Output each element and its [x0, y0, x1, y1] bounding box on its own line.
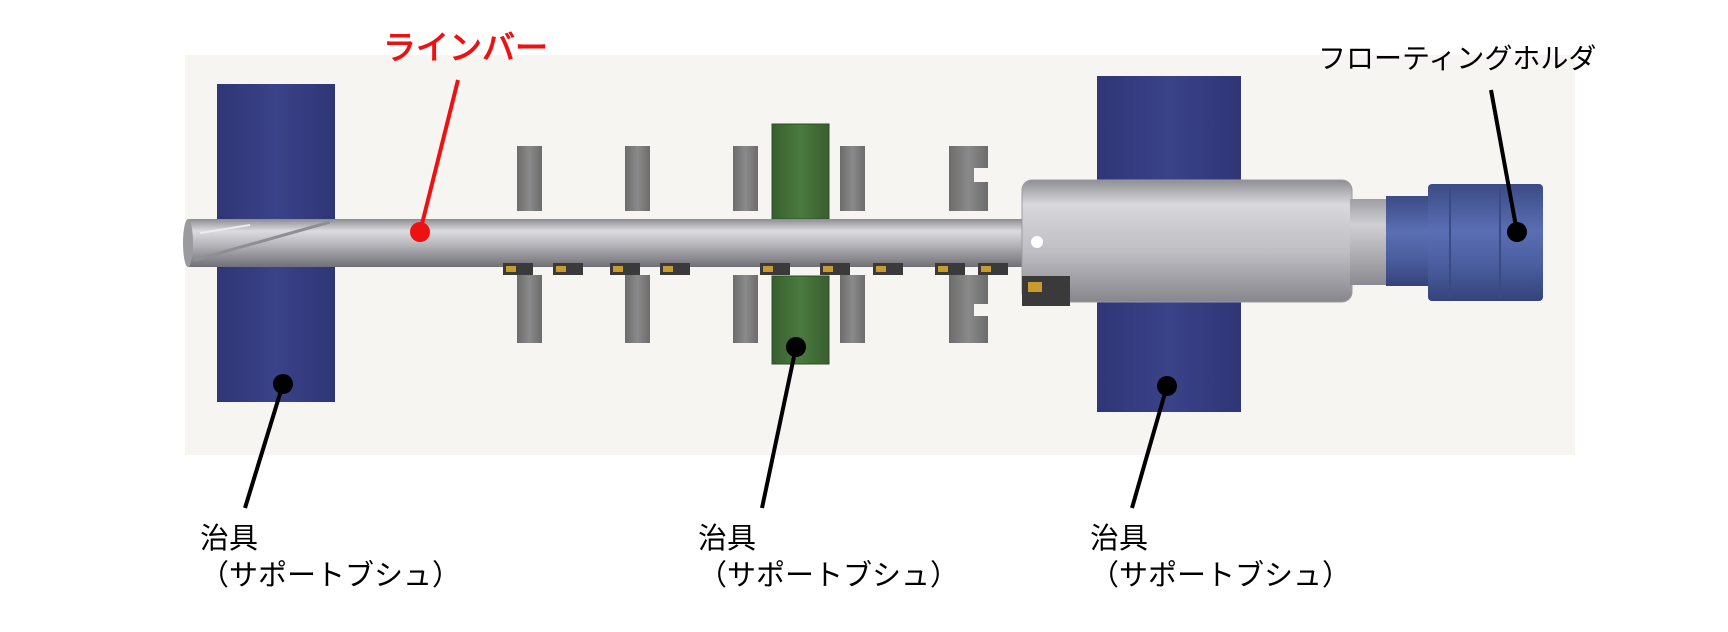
cutting-insert — [820, 263, 850, 275]
cutting-insert — [978, 263, 1008, 275]
marker-dot-jig-middle — [786, 337, 806, 357]
jig-middle-label: 治具 （サポートブシュ） — [698, 520, 959, 594]
jig-middle-upper — [771, 123, 830, 220]
cutting-inserts — [503, 263, 1008, 275]
cutting-insert — [503, 263, 533, 275]
jig-middle-label-line2: （サポートブシュ） — [698, 558, 960, 592]
jig-right-label-line2: （サポートブシュ） — [1090, 558, 1352, 592]
cutting-insert — [660, 263, 690, 275]
leader-lines — [243, 79, 1519, 509]
jig-right-label: 治具 （サポートブシュ） — [1090, 520, 1351, 594]
marker-dot-line-bar — [410, 222, 430, 242]
marker-dot-jig-right — [1157, 376, 1177, 396]
jig-left-label: 治具 （サポートブシュ） — [200, 520, 461, 594]
jig-right-label-line1: 治具 — [1090, 521, 1149, 555]
cutting-insert — [610, 263, 640, 275]
cutting-insert — [873, 263, 903, 275]
cutting-insert — [935, 263, 965, 275]
jig-left-label-line2: （サポートブシュ） — [200, 558, 462, 592]
jig-middle-label-line1: 治具 — [698, 521, 757, 555]
marker-dot-holder — [1507, 222, 1527, 242]
leader-line-holder — [1489, 89, 1519, 233]
leader-line-jig-right — [1130, 385, 1169, 509]
jig-left-label-line1: 治具 — [200, 521, 259, 555]
leader-line-jig-middle — [760, 346, 798, 509]
workpiece-walls-lower — [517, 275, 988, 343]
leader-line-bar — [418, 79, 460, 233]
cutting-insert — [553, 263, 583, 275]
floating-holder-label: フローティングホルダ — [1318, 42, 1597, 75]
marker-dot-jig-left — [273, 374, 293, 394]
line-bar-label: ラインバー — [383, 28, 548, 67]
workpiece-walls-upper — [517, 146, 988, 211]
floating-holder — [1021, 179, 1543, 306]
cutting-insert — [760, 263, 790, 275]
line-bar — [183, 219, 1028, 267]
leader-line-jig-left — [243, 383, 285, 509]
